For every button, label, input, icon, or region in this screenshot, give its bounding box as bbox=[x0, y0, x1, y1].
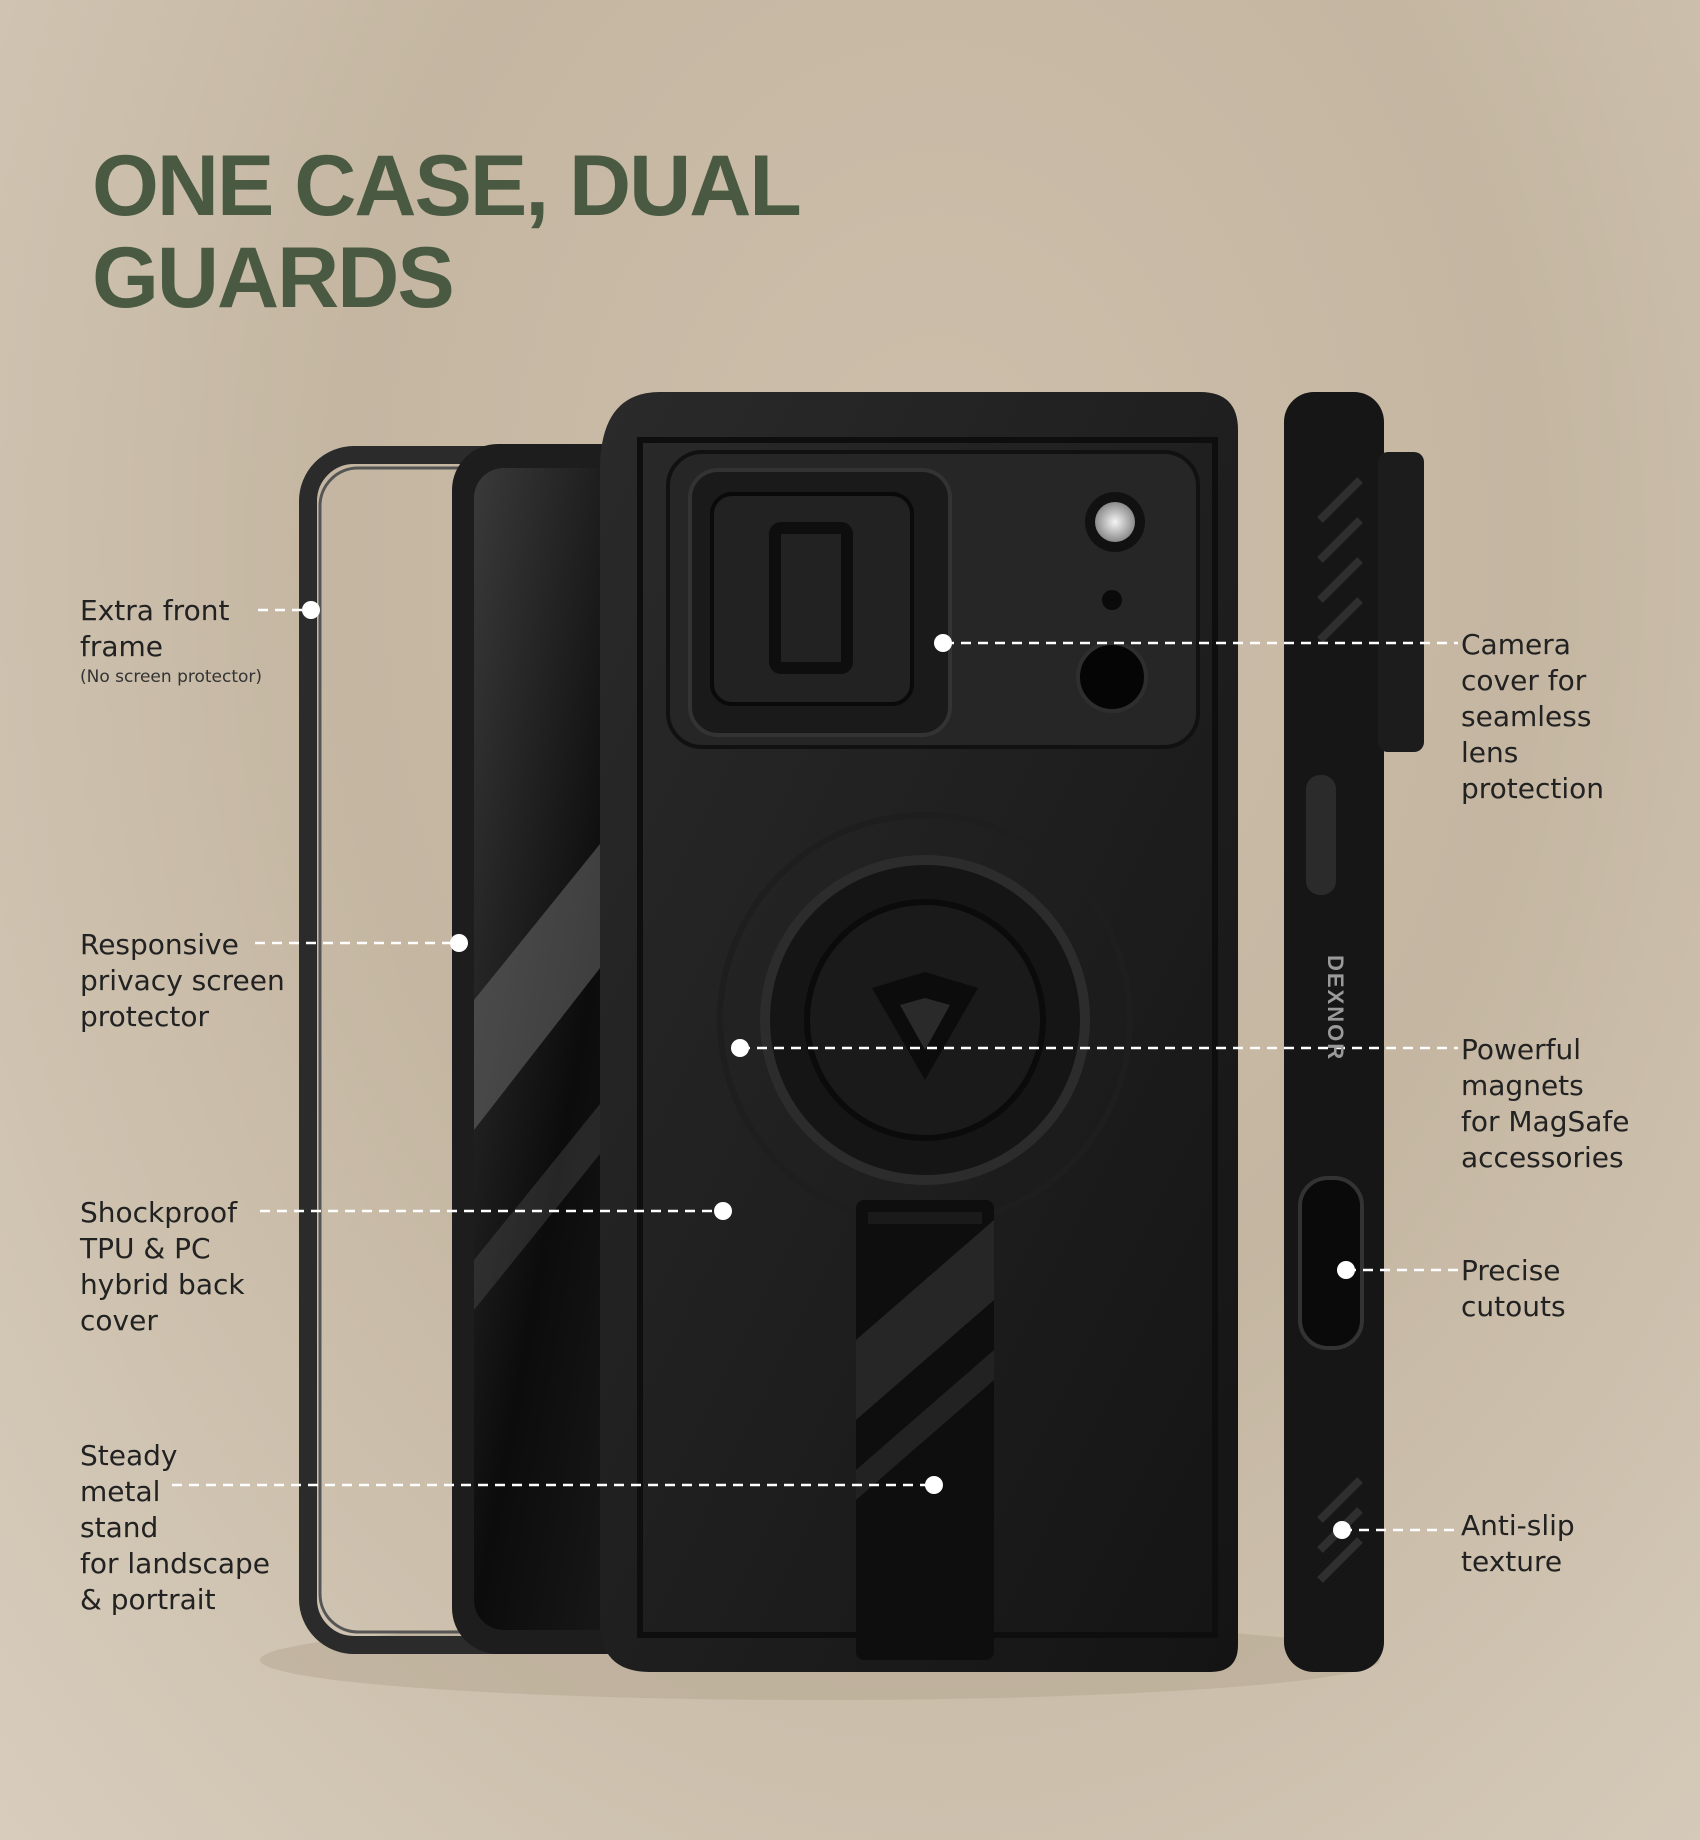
callout-line: accessories bbox=[1461, 1141, 1624, 1174]
callout-line: TPU & PC bbox=[80, 1232, 211, 1265]
callout-line: cover for bbox=[1461, 664, 1587, 697]
callout-line: for MagSafe bbox=[1461, 1105, 1630, 1138]
callout-line: texture bbox=[1461, 1545, 1563, 1578]
callout-line: cover bbox=[80, 1304, 158, 1337]
callout-line: magnets bbox=[1461, 1069, 1584, 1102]
callout-line: Anti-slip bbox=[1461, 1509, 1575, 1542]
callout-back-cover: Shockproof TPU & PC hybrid back cover bbox=[80, 1195, 245, 1339]
callout-line: protection bbox=[1461, 772, 1605, 805]
callout-line: metal bbox=[80, 1475, 161, 1508]
callout-extra-front-frame: Extra front frame (No screen protector) bbox=[80, 593, 262, 689]
callout-line: frame bbox=[80, 630, 164, 663]
callout-line: Powerful bbox=[1461, 1033, 1582, 1066]
callout-line: Precise bbox=[1461, 1254, 1561, 1287]
callout-dots bbox=[302, 601, 1355, 1539]
callout-line: Shockproof bbox=[80, 1196, 238, 1229]
callout-line: Camera bbox=[1461, 628, 1571, 661]
callout-camera-cover: Camera cover for seamless lens protectio… bbox=[1461, 627, 1604, 807]
callout-line: stand bbox=[80, 1511, 159, 1544]
callout-line: seamless bbox=[1461, 700, 1592, 733]
brand-mark: DEXNOR bbox=[1323, 955, 1348, 1062]
callout-line: Steady bbox=[80, 1439, 178, 1472]
headline-line-1: ONE CASE, DUAL bbox=[92, 138, 802, 234]
callout-magnets: Powerful magnets for MagSafe accessories bbox=[1461, 1032, 1630, 1176]
callout-privacy-screen: Responsive privacy screen protector bbox=[80, 927, 285, 1035]
callout-line: Extra front bbox=[80, 594, 230, 627]
callout-line: privacy screen bbox=[80, 964, 285, 997]
callout-leaders bbox=[172, 608, 1458, 1532]
case-side-view-part bbox=[1284, 392, 1424, 1672]
callout-line: hybrid back bbox=[80, 1268, 245, 1301]
headline: ONE CASE, DUAL GUARDS bbox=[92, 138, 802, 326]
callout-cutouts: Precise cutouts bbox=[1461, 1253, 1566, 1325]
callout-line: lens bbox=[1461, 736, 1519, 769]
callout-line: cutouts bbox=[1461, 1290, 1566, 1323]
callout-line: for landscape bbox=[80, 1547, 270, 1580]
case-back-part bbox=[600, 392, 1238, 1672]
callout-anti-slip: Anti-slip texture bbox=[1461, 1508, 1575, 1580]
headline-line-2: GUARDS bbox=[92, 230, 455, 326]
callout-line: protector bbox=[80, 1000, 210, 1033]
callout-line: & portrait bbox=[80, 1583, 216, 1616]
callout-metal-stand: Steady metal stand for landscape & portr… bbox=[80, 1438, 270, 1618]
callout-note: (No screen protector) bbox=[80, 667, 263, 687]
callout-line: Responsive bbox=[80, 928, 239, 961]
